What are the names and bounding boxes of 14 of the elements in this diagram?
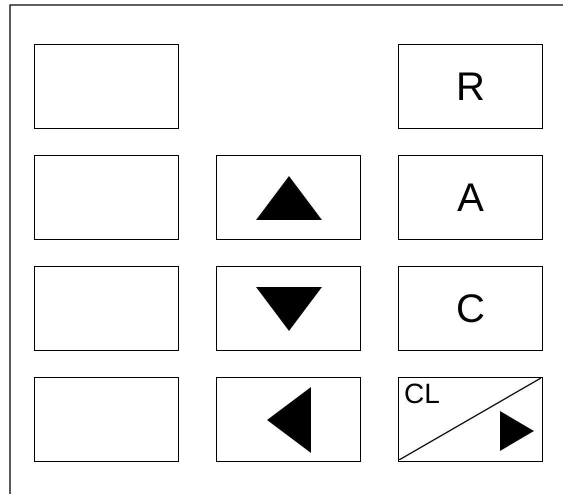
arrow-key bbox=[216, 155, 361, 240]
empty-box bbox=[34, 377, 179, 462]
key-box bbox=[398, 266, 543, 351]
key-box bbox=[398, 155, 543, 240]
key-label: C bbox=[456, 288, 485, 328]
key-box bbox=[398, 44, 543, 129]
key-label: CL bbox=[404, 380, 440, 408]
key-label: R bbox=[456, 66, 485, 106]
key-label: A bbox=[457, 178, 484, 218]
empty-box bbox=[34, 155, 179, 240]
empty-box bbox=[34, 266, 179, 351]
empty-box bbox=[34, 44, 179, 129]
arrow-key bbox=[216, 377, 361, 462]
arrow-key bbox=[216, 266, 361, 351]
